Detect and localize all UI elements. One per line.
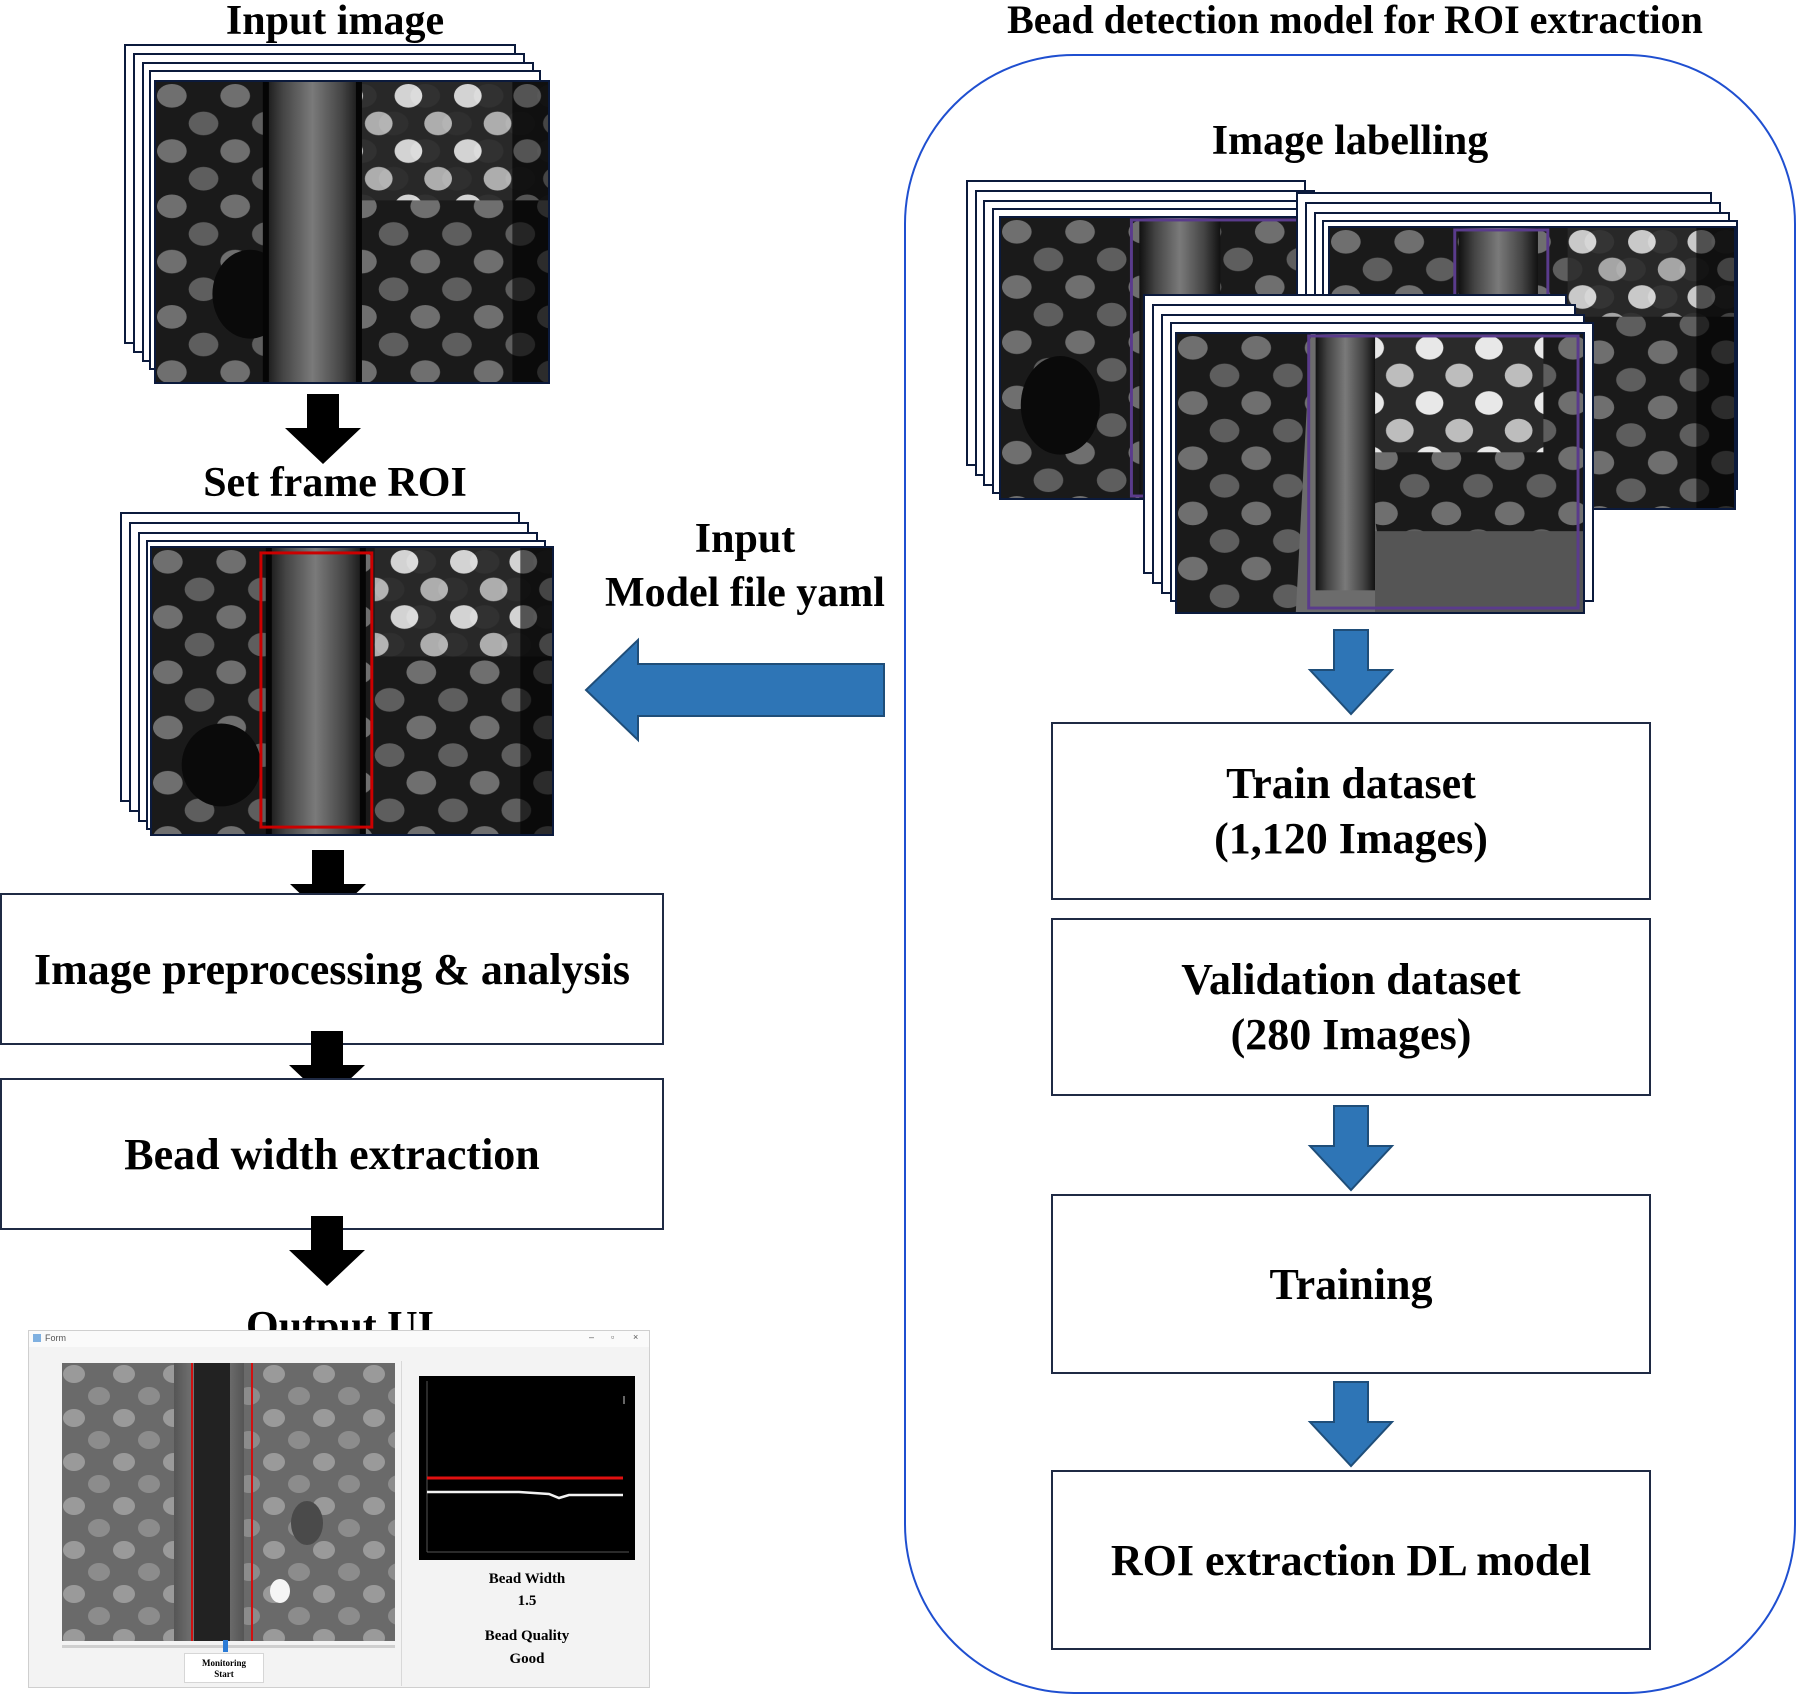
label-bbox	[1307, 334, 1580, 610]
train-dataset-line2: (1,120 Images)	[1214, 814, 1488, 863]
roi-image-frame	[150, 546, 554, 836]
model-input-label-line2: Model file yaml	[605, 570, 885, 616]
set-roi-title: Set frame ROI	[203, 460, 467, 506]
bead-width-value: 1.5	[517, 1593, 537, 1609]
train-dataset-box: Train dataset (1,120 Images)	[1051, 722, 1651, 900]
model-flow-arrow	[1307, 1381, 1395, 1468]
validation-dataset-line2: (280 Images)	[1230, 1010, 1472, 1059]
monitoring-button-line2: Start	[214, 1669, 234, 1679]
model-input-arrow	[584, 637, 885, 743]
train-dataset-line1: Train dataset	[1226, 759, 1476, 808]
training-label: Training	[1269, 1259, 1433, 1309]
flow-arrow-down	[285, 394, 361, 464]
model-flow-arrow	[1307, 629, 1395, 716]
model-container	[904, 54, 1796, 1694]
monitoring-button-line1: Monitoring	[202, 1658, 246, 1668]
training-box: Training	[1051, 1194, 1651, 1374]
bead-width-label: Bead width extraction	[124, 1129, 540, 1179]
input-image-frame	[154, 80, 550, 384]
labelling-frame-front	[1175, 332, 1585, 614]
flow-arrow-down	[289, 1216, 365, 1286]
flow-arrow-down	[289, 1031, 365, 1101]
ui-app-icon	[33, 1334, 41, 1342]
output-ui-window: Form – ▫ × Monitoring Start Bead Width 1…	[28, 1330, 650, 1688]
model-input-label-line1: Input	[694, 516, 796, 562]
validation-dataset-line1: Validation dataset	[1181, 955, 1521, 1004]
close-icon[interactable]: ×	[633, 1332, 639, 1342]
preprocessing-box: Image preprocessing & analysis	[0, 893, 664, 1045]
roi-model-box: ROI extraction DL model	[1051, 1470, 1651, 1650]
right-title: Bead detection model for ROI extraction	[1007, 0, 1703, 42]
roi-box	[259, 551, 374, 829]
ui-divider	[401, 1361, 402, 1686]
flow-arrow-down	[290, 850, 366, 920]
bead-quality-value: Good	[509, 1651, 545, 1667]
input-image-title: Input image	[225, 0, 445, 44]
validation-dataset-box: Validation dataset (280 Images)	[1051, 918, 1651, 1096]
bead-quality-label: Bead Quality	[484, 1628, 570, 1644]
ui-slider-track[interactable]	[62, 1645, 395, 1648]
model-flow-arrow	[1307, 1105, 1395, 1192]
bead-width-line	[427, 1490, 623, 1500]
bead-width-label: Bead Width	[488, 1571, 566, 1587]
bead-width-box: Bead width extraction	[0, 1078, 664, 1230]
monitoring-start-button[interactable]: Monitoring Start	[184, 1653, 264, 1683]
ui-titlebar: Form – ▫ ×	[29, 1331, 649, 1347]
minimize-icon[interactable]: –	[589, 1332, 595, 1342]
preprocessing-label: Image preprocessing & analysis	[33, 944, 631, 994]
maximize-icon[interactable]: ▫	[611, 1332, 615, 1342]
ui-window-title: Form	[45, 1333, 66, 1343]
ui-camera-view	[62, 1363, 395, 1641]
image-labelling-title: Image labelling	[1211, 118, 1489, 164]
roi-model-label: ROI extraction DL model	[1110, 1535, 1592, 1585]
ui-slider-thumb[interactable]	[223, 1640, 228, 1652]
ui-bead-width-plot	[419, 1376, 635, 1560]
